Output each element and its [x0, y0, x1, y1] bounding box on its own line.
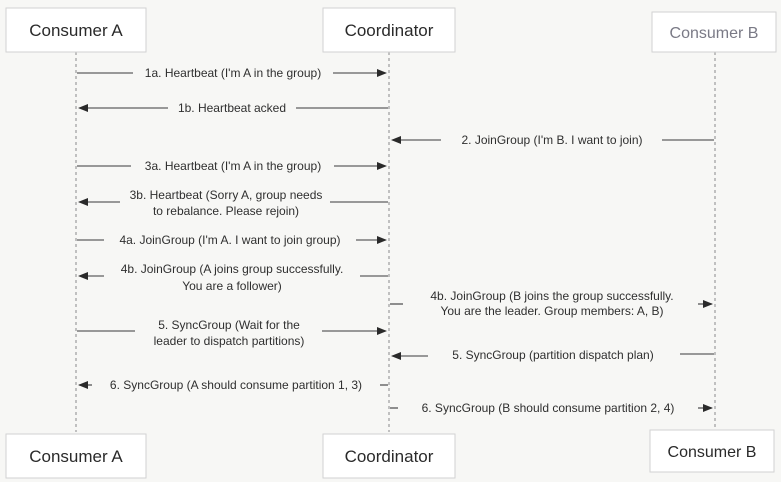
consumer-a-top-label: Consumer A: [29, 21, 123, 40]
message-1a-label: 1a. Heartbeat (I'm A in the group): [145, 66, 321, 80]
message-4b-to-a: 4b. JoinGroup (A joins group successfull…: [78, 262, 388, 293]
consumer-a-top-box: Consumer A: [5, 7, 147, 53]
message-3b: 3b. Heartbeat (Sorry A, group needs to r…: [78, 188, 388, 218]
message-3b-label-line2: to rebalance. Please rejoin): [153, 204, 299, 218]
consumer-a-bottom-label: Consumer A: [29, 447, 123, 466]
consumer-a-bottom-box: Consumer A: [5, 433, 147, 479]
message-2-label: 2. JoinGroup (I'm B. I want to join): [461, 133, 642, 147]
message-5-a-label-line2: leader to dispatch partitions): [154, 334, 305, 348]
message-4b-b-label-line2: You are the leader. Group members: A, B): [440, 304, 663, 318]
message-6-to-a: 6. SyncGroup (A should consume partition…: [78, 378, 388, 392]
message-4a: 4a. JoinGroup (I'm A. I want to join gro…: [77, 233, 387, 247]
message-5-b-label: 5. SyncGroup (partition dispatch plan): [452, 348, 653, 362]
message-1b: 1b. Heartbeat acked: [78, 101, 388, 115]
message-6-b-label: 6. SyncGroup (B should consume partition…: [422, 401, 675, 415]
message-1b-label: 1b. Heartbeat acked: [178, 101, 286, 115]
consumer-b-top-box: Consumer B: [651, 11, 777, 53]
message-5-from-a: 5. SyncGroup (Wait for the leader to dis…: [77, 318, 387, 348]
coordinator-top-label: Coordinator: [345, 21, 434, 40]
message-1a: 1a. Heartbeat (I'm A in the group): [77, 66, 387, 80]
coordinator-top-box: Coordinator: [322, 7, 456, 53]
coordinator-bottom-label: Coordinator: [345, 447, 434, 466]
message-4b-a-label-line1: 4b. JoinGroup (A joins group successfull…: [121, 262, 344, 276]
message-5-a-label-line1: 5. SyncGroup (Wait for the: [158, 318, 300, 332]
message-4b-a-label-line2: You are a follower): [182, 279, 282, 293]
message-3a: 3a. Heartbeat (I'm A in the group): [77, 159, 387, 173]
message-4b-to-b: 4b. JoinGroup (B joins the group success…: [390, 289, 713, 318]
message-6-a-label: 6. SyncGroup (A should consume partition…: [110, 378, 362, 392]
message-5-from-b: 5. SyncGroup (partition dispatch plan): [391, 348, 714, 362]
message-3b-label-line1: 3b. Heartbeat (Sorry A, group needs: [130, 188, 323, 202]
message-3a-label: 3a. Heartbeat (I'm A in the group): [145, 159, 321, 173]
message-4a-label: 4a. JoinGroup (I'm A. I want to join gro…: [119, 233, 340, 247]
consumer-b-bottom-box: Consumer B: [649, 429, 775, 473]
consumer-b-top-label: Consumer B: [670, 25, 759, 42]
coordinator-bottom-box: Coordinator: [322, 433, 456, 479]
message-4b-b-label-line1: 4b. JoinGroup (B joins the group success…: [430, 289, 673, 303]
consumer-b-bottom-label: Consumer B: [668, 444, 757, 461]
message-2: 2. JoinGroup (I'm B. I want to join): [391, 133, 714, 147]
message-6-to-b: 6. SyncGroup (B should consume partition…: [390, 401, 713, 415]
